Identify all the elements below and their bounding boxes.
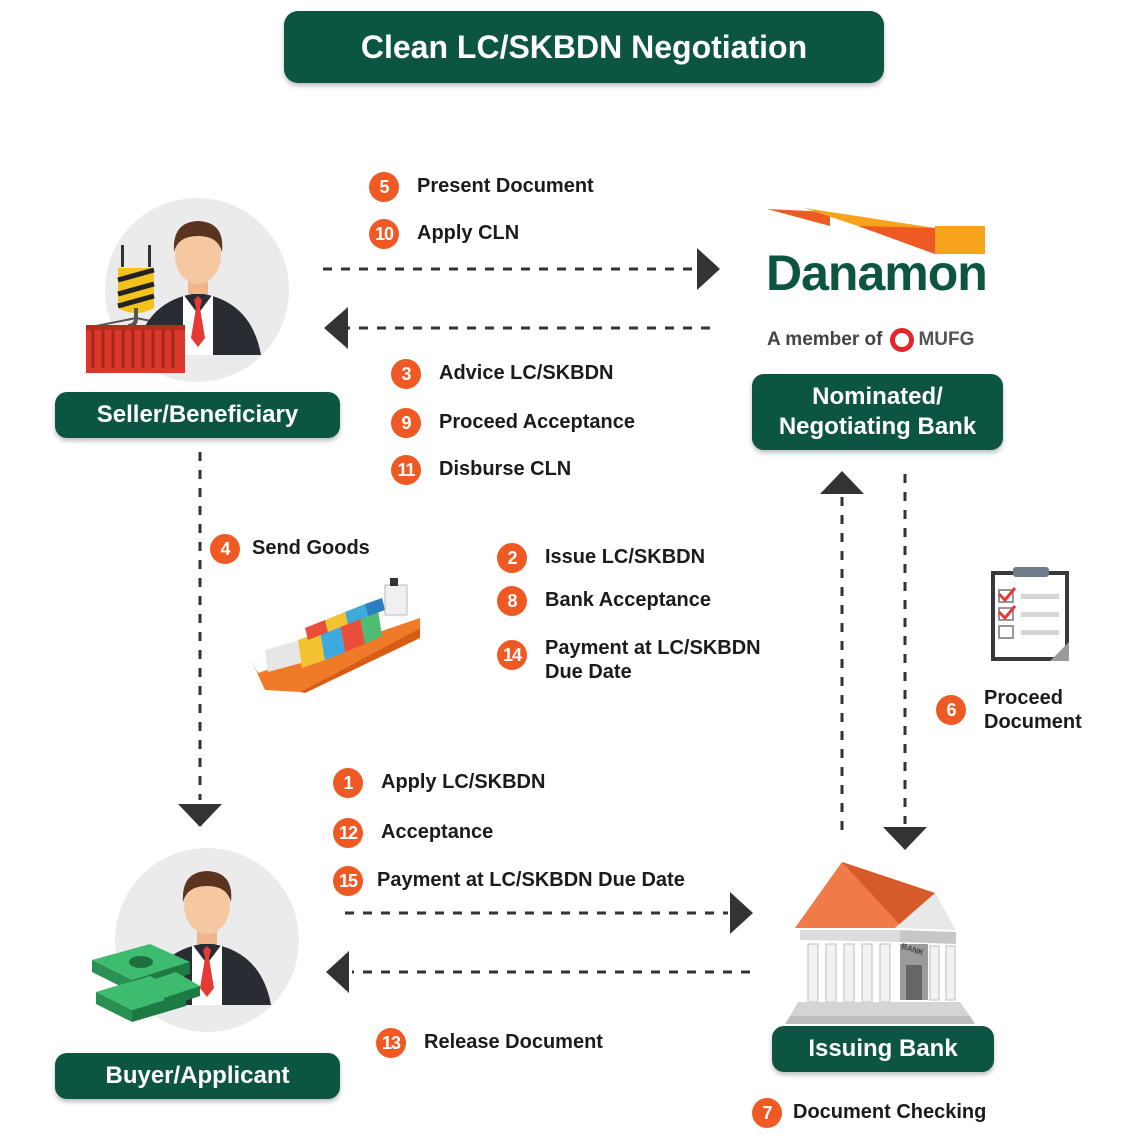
arrowhead-left-icon xyxy=(324,307,348,349)
step-number-badge: 3 xyxy=(391,359,421,389)
step-number-badge: 15 xyxy=(333,866,363,896)
step-4: 4 Send Goods xyxy=(210,534,370,564)
arrowhead-right-icon xyxy=(730,892,753,934)
step-number-badge: 10 xyxy=(369,219,399,249)
step-number-badge: 5 xyxy=(369,172,399,202)
arrowhead-down-icon xyxy=(178,804,222,827)
step-number-badge: 8 xyxy=(497,586,527,616)
step-10: 10 Apply CLN xyxy=(369,219,519,249)
step-number-badge: 2 xyxy=(497,543,527,573)
step-label: Issue LC/SKBDN xyxy=(545,546,706,568)
step-13: 13 Release Document xyxy=(376,1028,603,1058)
issuing-bank-label: Issuing Bank xyxy=(772,1026,994,1072)
danamon-brand-name: Danamon xyxy=(766,245,988,301)
step-8: 8 Bank Acceptance xyxy=(497,586,711,616)
step-11: 11 Disburse CLN xyxy=(391,455,571,485)
money-stack-icon xyxy=(92,944,200,1022)
arrowhead-right-icon xyxy=(697,248,720,290)
step-label: Apply CLN xyxy=(417,222,520,244)
step-label: Acceptance xyxy=(381,821,494,843)
page-title: Clean LC/SKBDN Negotiation xyxy=(284,11,884,83)
step-label: Bank Acceptance xyxy=(545,589,711,611)
step-number-badge: 14 xyxy=(497,640,527,670)
step-number-badge: 11 xyxy=(391,455,421,485)
step-15: 15 Payment at LC/SKBDN Due Date xyxy=(333,866,685,896)
step-number-badge: 1 xyxy=(333,768,363,798)
mufg-text: MUFG xyxy=(918,329,975,350)
step-label: Payment at LC/SKBDN Due Date xyxy=(545,637,761,683)
mufg-circle-icon xyxy=(890,328,915,352)
arrowhead-left-icon xyxy=(326,951,349,993)
step-7: 7 Document Checking xyxy=(752,1098,986,1128)
step-label: Present Document xyxy=(417,175,594,197)
step-label: Advice LC/SKBDN xyxy=(439,362,614,384)
seller-label: Seller/Beneficiary xyxy=(55,392,340,438)
step-label: Apply LC/SKBDN xyxy=(381,771,546,793)
step-number-badge: 7 xyxy=(752,1098,782,1128)
step-label: Disburse CLN xyxy=(439,458,572,480)
step-label: Release Document xyxy=(424,1031,603,1053)
step-14: 14 Payment at LC/SKBDN Due Date xyxy=(497,634,795,684)
step-number-badge: 12 xyxy=(333,818,363,848)
step-label: Proceed Acceptance xyxy=(439,411,636,433)
nominated-bank-label: Nominated/ Negotiating Bank xyxy=(752,374,1003,450)
step-5: 5 Present Document xyxy=(369,172,594,202)
member-text: A member of xyxy=(767,329,883,350)
step-6: 6 Proceed Document xyxy=(936,684,1104,734)
buyer-label: Buyer/Applicant xyxy=(55,1053,340,1099)
step-number-badge: 6 xyxy=(936,695,966,725)
step-number-badge: 9 xyxy=(391,408,421,438)
step-2: 2 Issue LC/SKBDN xyxy=(497,543,705,573)
mufg-member-line: A member of MUFG xyxy=(767,328,974,352)
arrowhead-up-icon xyxy=(820,471,864,494)
step-3: 3 Advice LC/SKBDN xyxy=(391,359,613,389)
step-1: 1 Apply LC/SKBDN xyxy=(333,768,545,798)
arrowhead-down-icon xyxy=(883,827,927,850)
step-12: 12 Acceptance xyxy=(333,818,493,848)
step-number-badge: 13 xyxy=(376,1028,406,1058)
step-9: 9 Proceed Acceptance xyxy=(391,408,635,438)
step-label: Payment at LC/SKBDN Due Date xyxy=(377,869,685,891)
step-label: Send Goods xyxy=(252,537,370,559)
step-label: Proceed Document xyxy=(984,687,1082,733)
step-label: Document Checking xyxy=(793,1101,987,1123)
step-number-badge: 4 xyxy=(210,534,240,564)
